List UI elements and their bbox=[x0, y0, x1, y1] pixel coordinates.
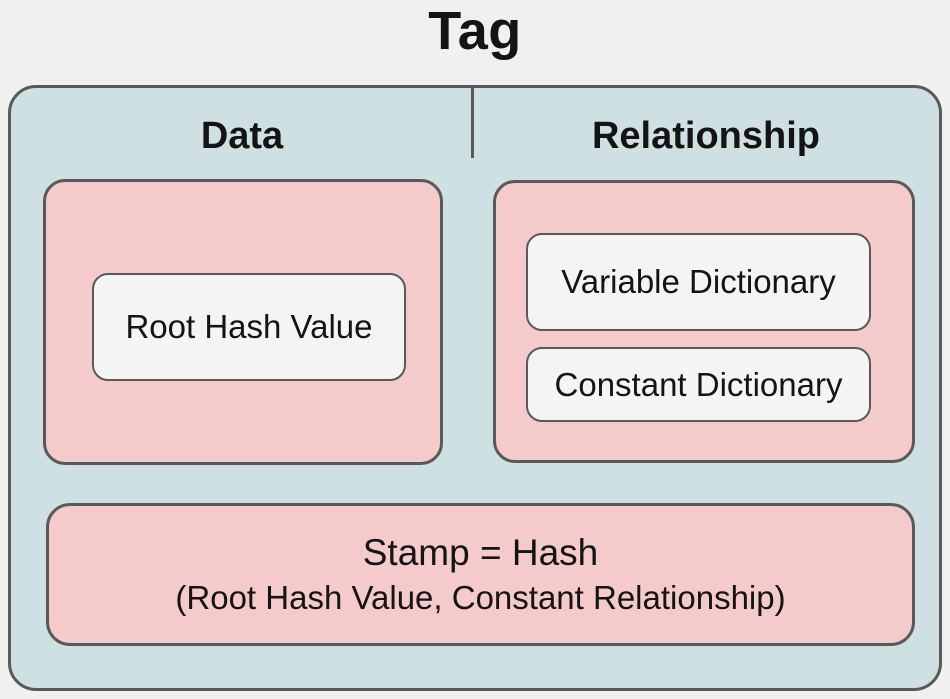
relationship-panel: Variable Dictionary Constant Dictionary bbox=[493, 180, 915, 463]
data-panel: Root Hash Value bbox=[43, 179, 443, 465]
tag-container: Data Relationship Root Hash Value Variab… bbox=[8, 85, 942, 691]
stamp-formula-line2: (Root Hash Value, Constant Relationship) bbox=[175, 578, 786, 616]
stamp-box: Stamp = Hash (Root Hash Value, Constant … bbox=[46, 503, 915, 646]
variable-dictionary-label: Variable Dictionary bbox=[561, 263, 836, 300]
diagram-title: Tag bbox=[428, 1, 522, 61]
variable-dictionary-box: Variable Dictionary bbox=[526, 233, 871, 331]
relationship-section-label: Relationship bbox=[591, 115, 821, 157]
root-hash-value-label: Root Hash Value bbox=[125, 308, 373, 345]
root-hash-value-box: Root Hash Value bbox=[92, 273, 406, 381]
column-divider bbox=[471, 88, 474, 158]
constant-dictionary-box: Constant Dictionary bbox=[526, 347, 871, 422]
stamp-formula-line1: Stamp = Hash bbox=[362, 531, 599, 573]
constant-dictionary-label: Constant Dictionary bbox=[554, 365, 843, 403]
data-section-label: Data bbox=[200, 115, 284, 157]
